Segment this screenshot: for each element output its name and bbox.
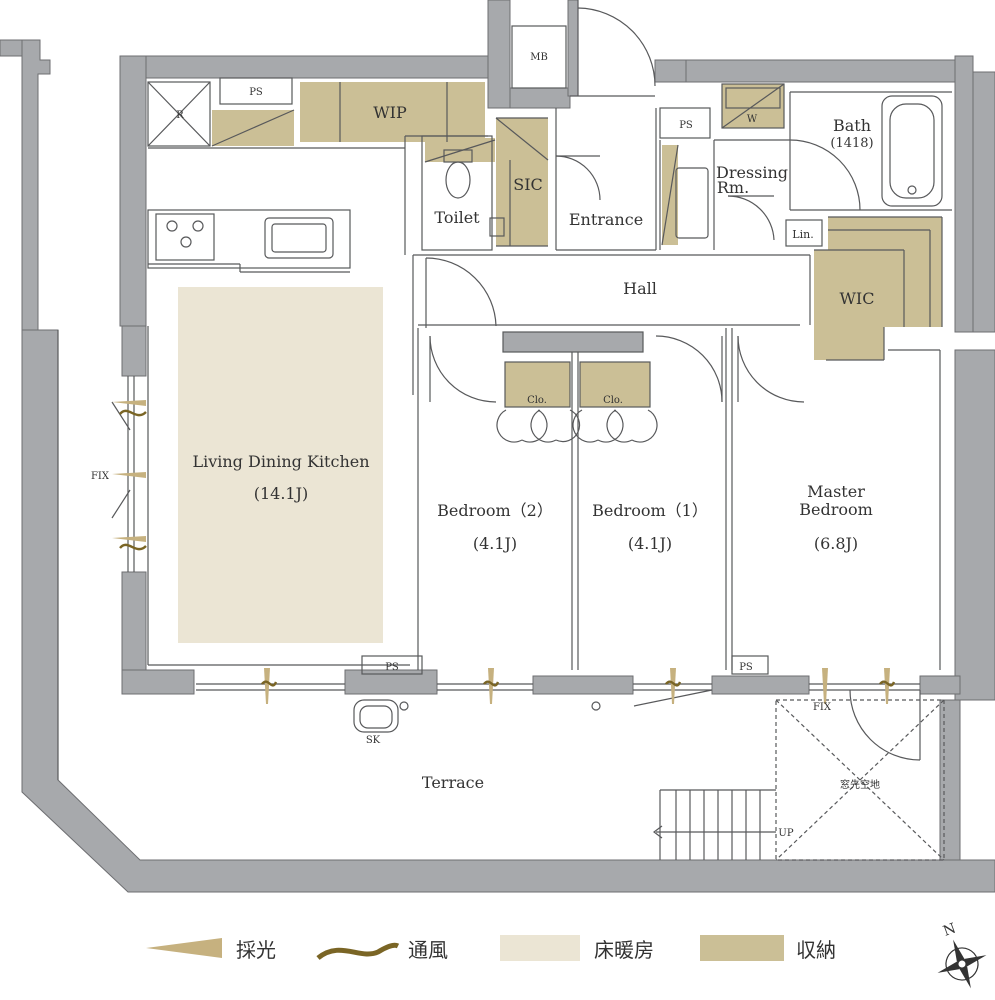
r-label: R <box>176 110 184 121</box>
interior-lines <box>57 0 952 861</box>
hall-label: Hall <box>623 279 657 298</box>
wic-label: WIC <box>839 289 874 308</box>
mb-label: MB <box>530 52 548 63</box>
wip-storage <box>300 82 485 142</box>
room-labels: WIP SIC WIC Toilet Entrance Hall Bath (1… <box>192 103 874 792</box>
sk-label: SK <box>366 735 381 746</box>
fix-left-label: FIX <box>91 471 110 482</box>
bedroom2-label: Bedroom（2） <box>437 501 553 520</box>
bedroom1-label: Bedroom（1） <box>592 501 708 520</box>
wic-storage-main <box>814 250 884 360</box>
ventilation-markers <box>119 409 896 687</box>
legend-storage-label: 収納 <box>796 938 836 962</box>
floor-heating-area <box>178 287 383 643</box>
w-label: W <box>747 114 758 125</box>
ps-bottom2-label: PS <box>739 662 753 673</box>
bedroom2-size-label: (4.1J) <box>473 534 517 553</box>
terrace-label: Terrace <box>422 773 484 792</box>
closet-2-storage <box>505 362 570 407</box>
compass: N <box>937 921 987 989</box>
bath-size-label: (1418) <box>830 136 873 151</box>
ldk-size-label: (14.1J) <box>254 484 309 503</box>
bath-label: Bath <box>833 116 871 135</box>
up-label: UP <box>778 828 793 839</box>
clo2-label: Clo. <box>603 395 623 406</box>
fix-bottom-label: FIX <box>813 702 832 713</box>
legend-floor-heating-swatch <box>500 935 580 961</box>
ps-top-label: PS <box>249 87 263 98</box>
closet-1-storage <box>580 362 650 407</box>
legend-lighting-label: 採光 <box>236 938 276 962</box>
ldk-label: Living Dining Kitchen <box>192 452 369 471</box>
legend-floor-heating-label: 床暖房 <box>594 938 654 962</box>
fixture-labels: MB PS PS PS PS R W Clo. Clo. SK FIX FIX … <box>91 52 880 839</box>
legend-ventilation-swatch <box>316 942 400 961</box>
legend-storage-swatch <box>700 935 784 961</box>
lighting-markers <box>112 400 890 704</box>
bedroom1-size-label: (4.1J) <box>628 534 672 553</box>
dressing-label-2: Rm. <box>717 178 749 197</box>
walls <box>0 0 995 893</box>
dressing-label: Dressing <box>716 163 788 182</box>
lin-label: Lin. <box>792 228 813 241</box>
entrance-label: Entrance <box>569 210 643 229</box>
legend-ventilation-label: 通風 <box>408 938 448 962</box>
toilet-label: Toilet <box>434 208 480 227</box>
storage-areas <box>212 82 942 407</box>
window-space-label: 窓先空地 <box>840 778 880 791</box>
clo1-label: Clo. <box>527 395 547 406</box>
master-label-2: Bedroom <box>799 500 873 519</box>
ps-mid-label: PS <box>679 120 693 131</box>
legend-lighting-swatch <box>146 938 222 958</box>
compass-north-label: N <box>941 921 958 940</box>
master-label: Master <box>807 482 865 501</box>
master-size-label: (6.8J) <box>814 534 858 553</box>
ps-bottom1-label: PS <box>385 662 399 673</box>
wip-label: WIP <box>373 103 407 122</box>
legend: 採光 通風 床暖房 収納 <box>146 935 836 962</box>
sic-label: SIC <box>513 175 543 194</box>
